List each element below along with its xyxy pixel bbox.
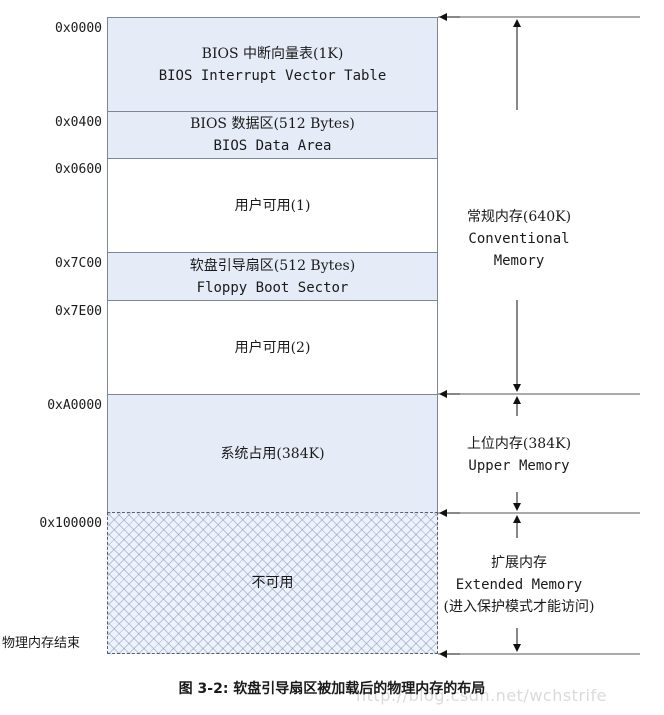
region-conventional-zh: 常规内存(640K) xyxy=(466,209,572,225)
address-label-0x0000: 0x0000 xyxy=(55,21,102,36)
address-label-0x0400: 0x0400 xyxy=(55,115,102,130)
address-label-0x0600: 0x0600 xyxy=(55,162,102,177)
block-user-2: 用户可用(2) xyxy=(107,300,438,395)
block-bios-data-zh: BIOS 数据区(512 Bytes) xyxy=(190,116,355,132)
block-boot-sector: 软盘引导扇区(512 Bytes) Floppy Boot Sector xyxy=(107,252,438,301)
block-unavailable-zh: 不可用 xyxy=(251,575,294,591)
block-system-reserved-zh: 系统占用(384K) xyxy=(220,445,325,462)
block-bios-data-en: BIOS Data Area xyxy=(213,138,332,154)
region-extended-en: Extended Memory xyxy=(455,577,583,593)
block-ivt: BIOS 中断向量表(1K) BIOS Interrupt Vector Tab… xyxy=(107,17,438,112)
region-conventional-en: Conventional Memory xyxy=(468,231,570,269)
block-boot-sector-en: Floppy Boot Sector xyxy=(196,279,349,296)
address-label-0x7e00: 0x7E00 xyxy=(55,304,102,319)
block-boot-sector-zh: 软盘引导扇区(512 Bytes) xyxy=(189,257,356,274)
region-upper-zh: 上位内存(384K) xyxy=(466,436,572,452)
block-ivt-en: BIOS Interrupt Vector Table xyxy=(158,67,387,84)
block-system-reserved: 系统占用(384K) xyxy=(107,394,438,513)
block-bios-data: BIOS 数据区(512 Bytes) BIOS Data Area xyxy=(107,111,438,159)
region-extended: 扩展内存 Extended Memory (进入保护模式才能访问) xyxy=(412,552,626,618)
block-unavailable: 不可用 xyxy=(107,512,438,654)
figure-caption: 图 3-2: 软盘引导扇区被加载后的物理内存的布局 xyxy=(178,681,486,697)
block-ivt-zh: BIOS 中断向量表(1K) xyxy=(201,45,344,62)
region-conventional: 常规内存(640K) Conventional Memory xyxy=(446,206,592,272)
block-user-1: 用户可用(1) xyxy=(107,158,438,253)
address-label-0x7c00: 0x7C00 xyxy=(55,256,102,271)
region-extended-note: (进入保护模式才能访问) xyxy=(443,599,595,615)
region-extended-zh: 扩展内存 xyxy=(491,555,547,571)
memory-end-label: 物理内存结束 xyxy=(2,636,81,651)
block-user-1-zh: 用户可用(1) xyxy=(234,197,311,214)
block-user-2-zh: 用户可用(2) xyxy=(234,339,311,356)
watermark: http://blog.csdn.net/wchstrife xyxy=(356,686,607,705)
address-label-0x100000: 0x100000 xyxy=(39,516,102,531)
address-label-0xa0000: 0xA0000 xyxy=(47,398,102,413)
region-upper-en: Upper Memory xyxy=(468,458,570,474)
region-upper: 上位内存(384K) Upper Memory xyxy=(446,433,592,477)
